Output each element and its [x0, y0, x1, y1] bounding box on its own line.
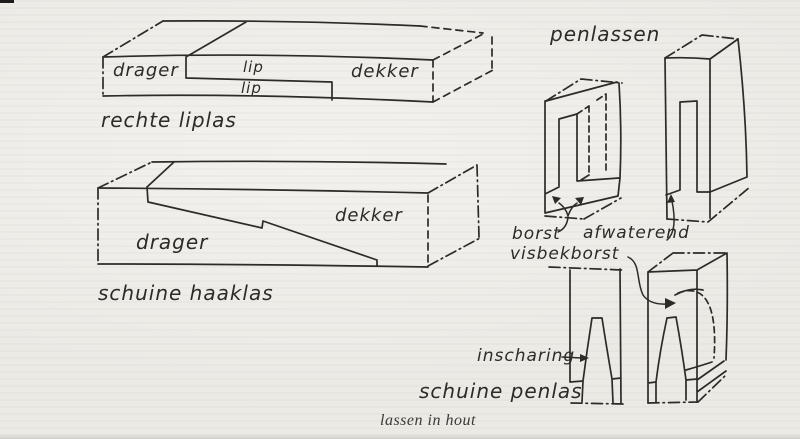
- penlassen-title: penlassen: [550, 22, 661, 46]
- visbekborst-arrowhead: [665, 298, 676, 309]
- afwaterend-label: afwaterend: [583, 223, 690, 243]
- schuine-penlas-caption: schuine penlas: [419, 379, 583, 403]
- schuine-haaklas-figure: [97, 160, 481, 268]
- schuine-penlas-visbek-figure: [627, 252, 729, 404]
- visbekborst-label: visbekborst: [510, 244, 620, 264]
- inscharing-label: inscharing: [477, 346, 576, 366]
- beam1-drager-label: drager: [113, 60, 179, 81]
- beam2-drager-label: drager: [136, 230, 209, 254]
- penlas-front-cut-centerlines: [548, 266, 625, 405]
- beam1-cut-centerlines: [102, 20, 164, 98]
- borst-arrowhead-right: [575, 197, 584, 205]
- pen2-cut-centerlines: [664, 34, 751, 223]
- borst-arrowhead-left: [552, 196, 561, 204]
- visbek-cut-centerlines: [647, 252, 728, 404]
- visbekborst-leader-line: [627, 256, 668, 305]
- pen1-hidden-dashed-edges: [576, 93, 607, 176]
- schuine-penlas-front-figure: [548, 266, 625, 405]
- schuine-haaklas-caption: schuine haaklas: [98, 281, 274, 305]
- rechte-liplas-figure: [102, 20, 494, 103]
- rechte-liplas-caption: rechte liplas: [101, 108, 237, 132]
- afwaterend-leader-line: [666, 200, 675, 241]
- inscharing-arrowhead: [580, 354, 589, 362]
- page-caption: lassen in hout: [380, 412, 476, 429]
- beam1-lip-bottom-label: lip: [241, 79, 262, 97]
- pen-mortise-figure: [664, 34, 751, 241]
- pen2-solid-edges: [664, 38, 748, 220]
- visbek-solid-edges: [647, 252, 729, 404]
- beam2-dekker-label: dekker: [335, 205, 403, 226]
- penlas-front-solid-edges: [569, 268, 622, 404]
- pen-tenon-figure: [544, 78, 623, 233]
- beam2-solid-edges: [97, 160, 447, 268]
- beam1-lip-top-label: lip: [243, 58, 264, 76]
- pen1-solid-edges: [544, 81, 622, 214]
- afwaterend-arrowhead: [667, 194, 675, 203]
- beam1-hidden-dashed-edges: [419, 25, 494, 103]
- borst-label: borst: [512, 224, 561, 244]
- pen1-cut-centerlines: [544, 78, 623, 220]
- scan-artifact-mark: [0, 0, 14, 3]
- beam2-cut-centerlines: [97, 161, 481, 267]
- beam1-solid-edges: [102, 20, 434, 103]
- borst-leader-line: [557, 202, 578, 233]
- visbek-hidden-dashed-curve: [677, 289, 716, 359]
- beam1-dekker-label: dekker: [351, 61, 419, 82]
- scan-edge-shadow: [0, 434, 800, 439]
- inscharing-leader-line: [561, 356, 583, 359]
